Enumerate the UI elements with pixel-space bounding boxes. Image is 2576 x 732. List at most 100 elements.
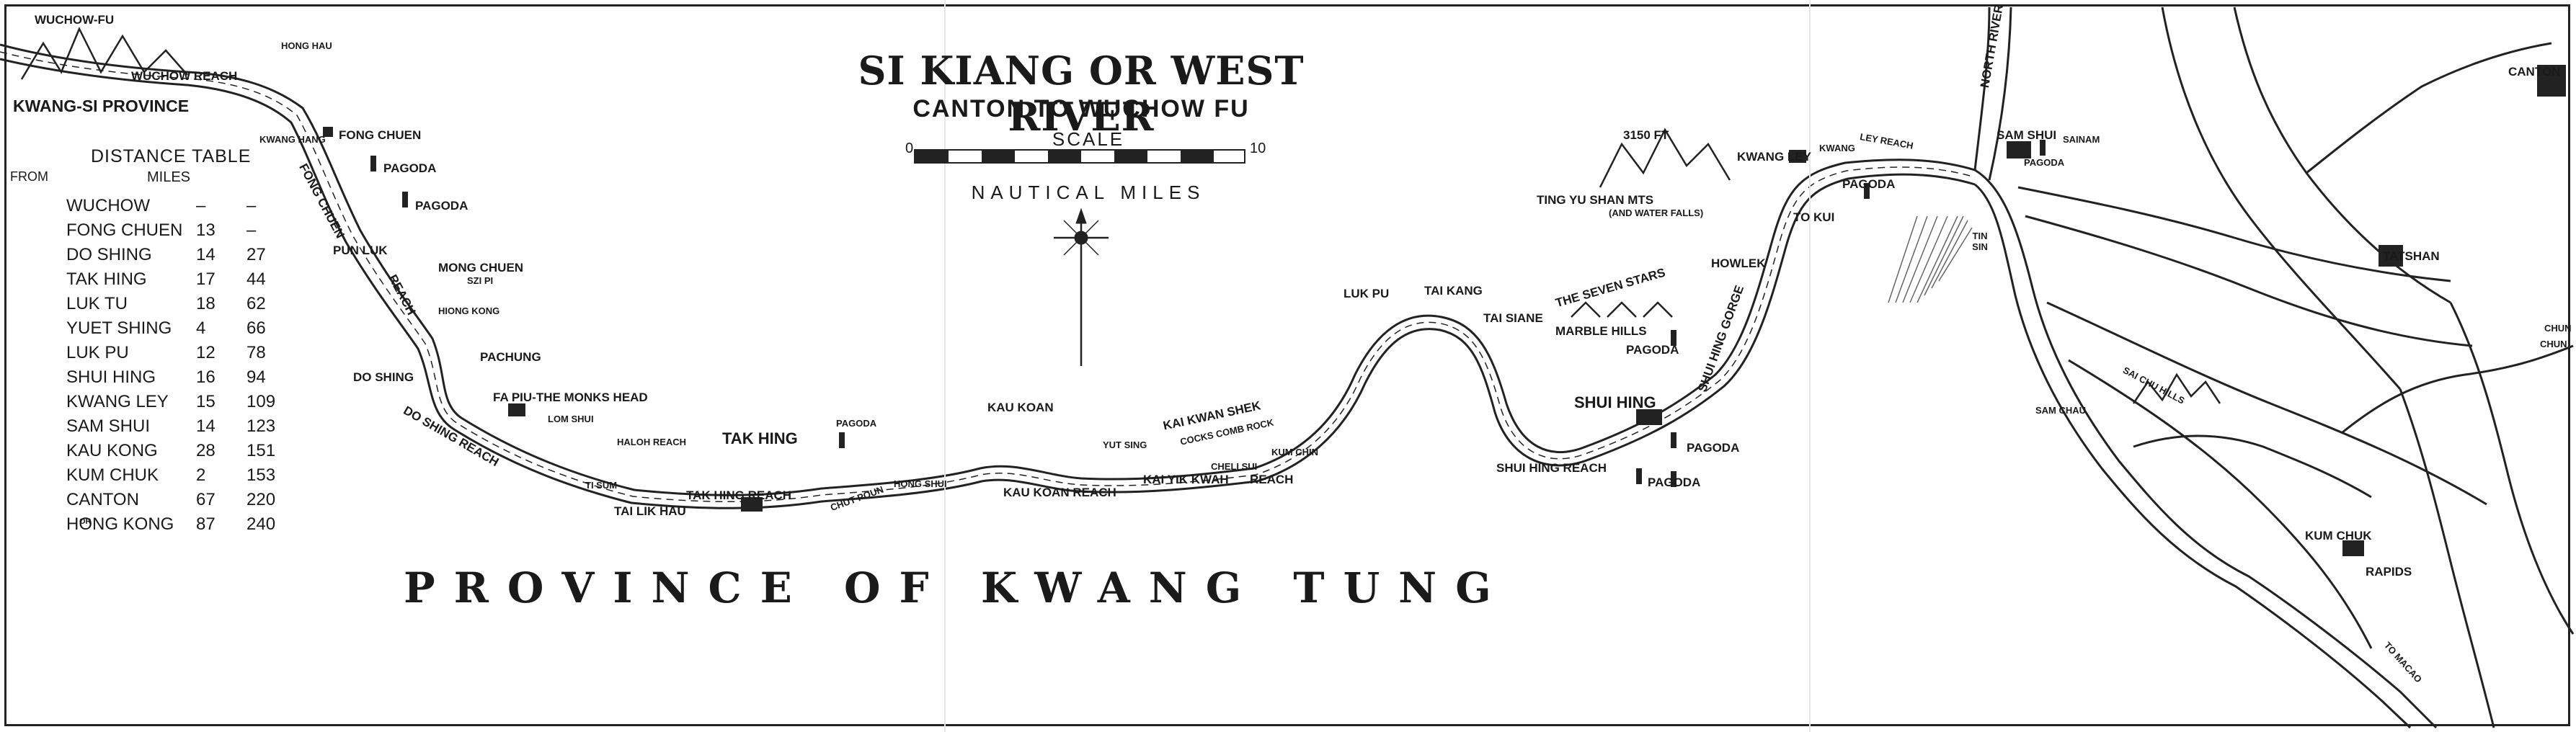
distance-leg-miles: 16 xyxy=(196,367,216,387)
label-tak-hing: TAK HING xyxy=(722,429,798,447)
label-pagoda-4: PAGODA xyxy=(1626,343,1679,357)
label-kwang-hang: KWANG HANG xyxy=(259,134,326,145)
distance-leg-miles: 2 xyxy=(196,465,206,485)
map-subtitle: CANTON TO WUCHOW FU xyxy=(912,95,1250,122)
town-canton-marker xyxy=(2537,65,2566,97)
label-luk-pu: LUK PU xyxy=(1343,287,1390,300)
distance-total-miles: – xyxy=(247,196,257,215)
compass-rose xyxy=(1054,207,1109,366)
label-pagoda-7: PAGODA xyxy=(1842,177,1896,191)
distance-place-name: WUCHOW xyxy=(66,196,150,215)
distance-leg-miles: 87 xyxy=(196,514,216,534)
label-tin-sin: TIN SIN xyxy=(1972,231,1988,252)
distance-table-row: YUET SHING 4 66 xyxy=(66,318,297,343)
distance-total-miles: 62 xyxy=(247,294,266,313)
distance-leg-miles: 4 xyxy=(196,318,206,338)
label-chun-2: CHUN xyxy=(2540,339,2567,349)
distance-total-miles: 109 xyxy=(247,392,276,411)
distance-leg-miles: 14 xyxy=(196,416,216,436)
distance-leg-miles: 28 xyxy=(196,441,216,460)
distance-total-miles: 240 xyxy=(247,514,276,534)
distance-place-name: DO SHING xyxy=(66,245,152,264)
distance-leg-miles: – xyxy=(196,196,206,215)
distance-table-row: SAM SHUI 14 123 xyxy=(66,416,297,441)
distance-leg-miles: 67 xyxy=(196,490,216,509)
distance-leg-miles: 17 xyxy=(196,269,216,289)
label-tak-hing-reach: TAK HING REACH xyxy=(686,488,792,502)
region-label: KWANG-SI PROVINCE xyxy=(13,97,190,115)
distance-total-miles: 66 xyxy=(247,318,266,338)
label-marble-hills: MARBLE HILLS xyxy=(1555,324,1647,338)
distance-total-miles: 94 xyxy=(247,367,266,387)
label-ti-sum: TI SUM xyxy=(585,480,618,491)
label-reach-2: REACH xyxy=(1250,473,1294,486)
label-hong-shui: HONG SHUI xyxy=(894,478,947,489)
label-rapids: RAPIDS xyxy=(2366,565,2412,579)
label-kai-yik-kwah: KAI YIK KWAH xyxy=(1143,473,1229,486)
label-haloh-reach: HALOH REACH xyxy=(617,437,687,447)
label-water-falls: (AND WATER FALLS) xyxy=(1609,207,1704,218)
label-pagoda-3: PAGODA xyxy=(836,418,877,429)
scale-units: NAUTICAL MILES xyxy=(971,182,1206,203)
pagoda-markers xyxy=(370,140,2046,487)
distance-table-row: WUCHOW – – xyxy=(66,196,297,220)
label-yut-sing: YUT SING xyxy=(1103,439,1147,450)
label-mountain-height: 3150 FT xyxy=(1623,128,1669,142)
distance-total-miles: 27 xyxy=(247,245,266,264)
label-pagoda-5: PAGODA xyxy=(1687,441,1740,455)
distance-leg-miles: 14 xyxy=(196,245,216,264)
town-tatshan-marker xyxy=(2379,245,2403,267)
label-pagoda-2: PAGODA xyxy=(415,199,468,213)
distance-place-name: KAU KONG xyxy=(66,441,158,460)
label-mong-chuen: MONG CHUEN xyxy=(438,261,524,274)
label-szi-pi: SZI PI xyxy=(467,275,494,286)
map-title: SI KIANG OR WEST RIVER xyxy=(858,48,1305,140)
distance-place-name: YUET SHING xyxy=(66,318,172,338)
map-border xyxy=(4,4,2570,726)
label-kwang-ley: KWANG LEY xyxy=(1737,150,1811,164)
paper-fold-1 xyxy=(944,0,946,732)
scale-label: SCALE xyxy=(1052,128,1125,150)
label-kau-koan-reach: KAU KOAN REACH xyxy=(1003,486,1116,499)
label-lom-shui: LOM SHUI xyxy=(548,414,594,424)
label-pagoda-8: PAGODA xyxy=(2024,157,2065,168)
label-to-kui: TO KUI xyxy=(1793,210,1835,224)
label-wuchow-fu: WUCHOW-FU xyxy=(35,13,115,27)
town-sam-shui-marker xyxy=(2007,141,2031,159)
town-kum-chuk-marker xyxy=(2342,540,2364,556)
label-sainam: SAINAM xyxy=(2063,134,2100,145)
scale-end-value: 10 xyxy=(1250,140,1266,156)
town-shui-hing-marker xyxy=(1636,409,1662,425)
distance-place-name: KUM CHUK xyxy=(66,465,159,485)
marble-hills xyxy=(1571,301,1673,318)
label-fong-chuen: FONG CHUEN xyxy=(339,128,422,142)
label-hong-hau: HONG HAU xyxy=(281,40,332,51)
label-ting-yu-shan: TING YU SHAN MTS xyxy=(1537,193,1654,207)
scale-start-value: 0 xyxy=(905,140,914,156)
label-wuchow-reach: WUCHOW REACH xyxy=(131,69,238,83)
town-markers xyxy=(323,65,2566,556)
river-bank-north xyxy=(0,43,1976,496)
distance-place-name: KWANG LEY xyxy=(66,392,169,411)
distance-leg-miles: 18 xyxy=(196,294,216,313)
label-pagoda-1: PAGODA xyxy=(383,161,437,175)
label-shui-hing: SHUI HING xyxy=(1574,393,1656,411)
label-cheli-sui: CHELI SUI xyxy=(1211,461,1258,472)
distance-total-miles: 123 xyxy=(247,416,276,436)
label-tai-kang: TAI KANG xyxy=(1424,284,1483,298)
label-tai-siane: TAI SIANE xyxy=(1483,311,1543,325)
distance-place-name: SAM SHUI xyxy=(66,416,151,436)
scale-bar xyxy=(914,149,1245,164)
province-label: PROVINCE OF KWANG TUNG xyxy=(404,563,1510,612)
label-do-shing: DO SHING xyxy=(353,370,414,384)
mountain-drawings xyxy=(20,26,2221,404)
town-kwang-ley-marker xyxy=(1789,150,1806,163)
distance-leg-miles: 15 xyxy=(196,392,216,411)
distance-place-name: LUK TU xyxy=(66,294,128,313)
label-pagoda-6: PAGODA xyxy=(1648,476,1701,489)
